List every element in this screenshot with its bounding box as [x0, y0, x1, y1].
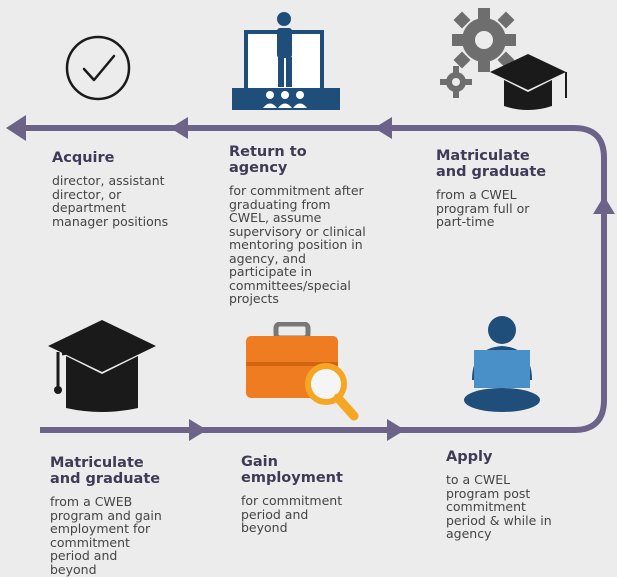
checkmark-circle-icon — [65, 35, 131, 101]
arrow-left-icon — [170, 117, 188, 139]
arrow-right-icon — [189, 419, 207, 441]
arrow-left-icon — [6, 115, 26, 141]
step-title: Gain employment — [241, 454, 343, 486]
flow-path — [14, 125, 607, 433]
step-title: Matriculate and graduate — [50, 455, 161, 487]
step-description: from a CWEL program full or part-time — [436, 187, 530, 229]
step-return-to-agency: Return to agency for commitment after gr… — [229, 144, 399, 306]
step-matriculate-cwel: Matriculate and graduate from a CWEL pro… — [436, 148, 586, 229]
step-matriculate-cweb: Matriculate and graduate from a CWEB pro… — [50, 455, 210, 576]
arrow-up-icon — [593, 196, 615, 214]
step-description: for commitment period and beyond — [241, 493, 343, 535]
gears-graduation-cap-icon — [440, 8, 567, 110]
step-title: Matriculate and graduate — [436, 148, 547, 180]
arrow-left-icon — [374, 117, 392, 139]
briefcase-magnifier-icon — [246, 322, 359, 421]
step-description: to a CWEL program post commitment period… — [446, 472, 552, 541]
step-title: Return to agency — [229, 144, 307, 176]
step-description: for commitment after graduating from CWE… — [229, 183, 366, 306]
person-laptop-icon — [464, 316, 540, 412]
step-title: Apply — [446, 449, 493, 465]
arrow-right-icon — [387, 419, 405, 441]
step-acquire: Acquire director, assistant director, or… — [52, 150, 217, 228]
step-title: Acquire — [52, 150, 115, 166]
step-apply: Apply to a CWEL program post commitment … — [446, 449, 596, 541]
step-description: from a CWEB program and gain employment … — [50, 494, 162, 577]
step-gain-employment: Gain employment for commitment period an… — [241, 454, 391, 535]
graduation-cap-icon — [48, 320, 156, 412]
presenter-audience-icon — [232, 12, 340, 110]
step-description: director, assistant director, or departm… — [52, 173, 169, 229]
